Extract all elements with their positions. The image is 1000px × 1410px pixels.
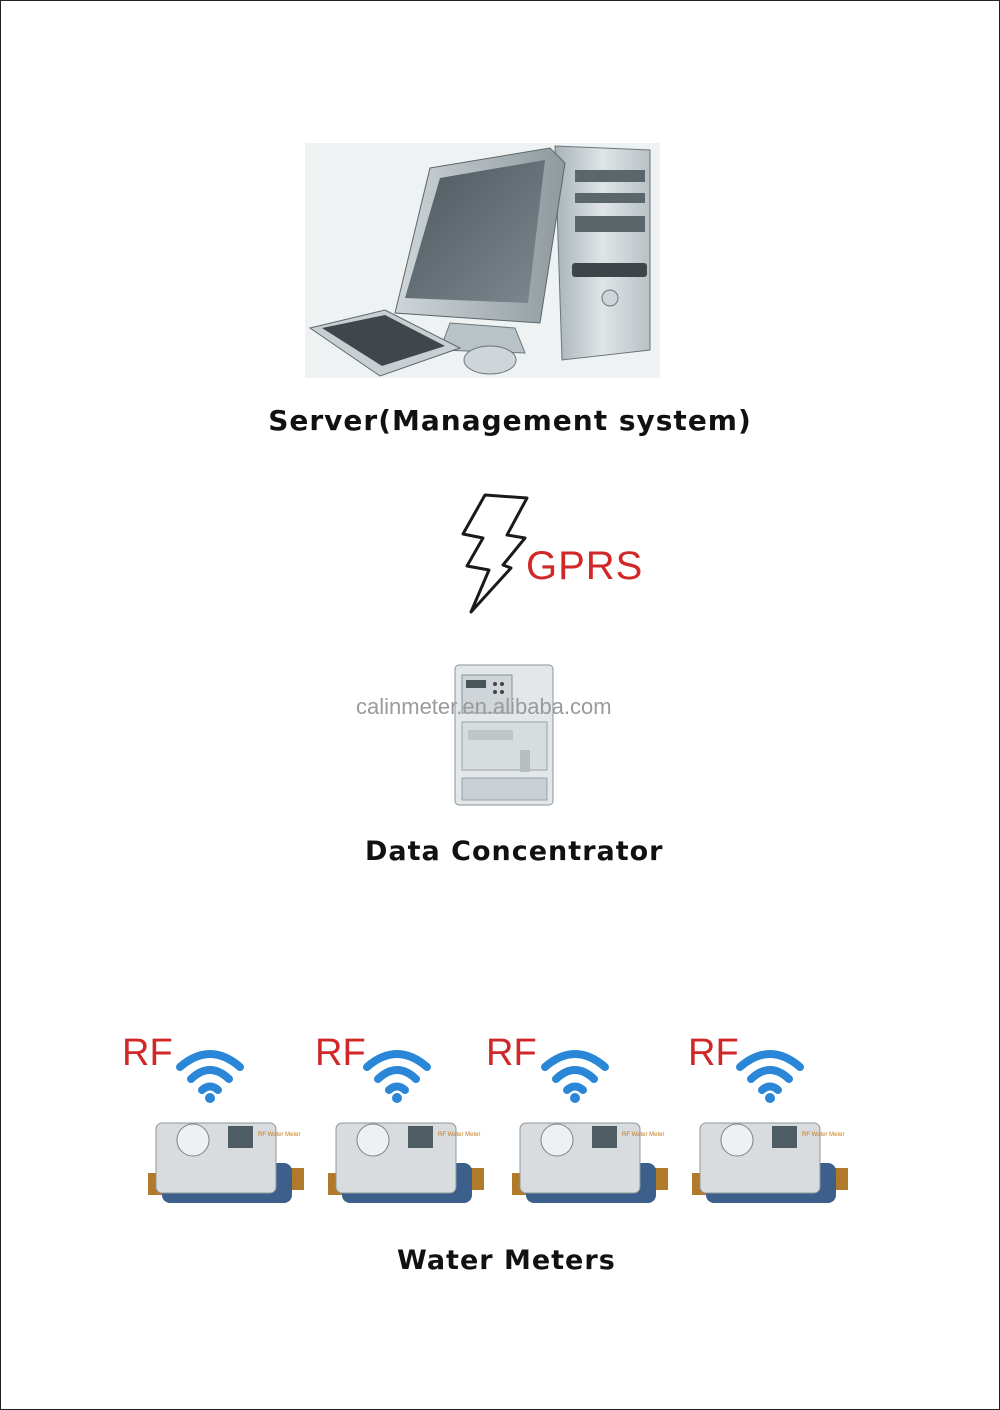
rf-label: RF xyxy=(688,1032,739,1074)
server-caption: Server(Management system) xyxy=(268,404,752,437)
gprs-label: GPRS xyxy=(526,544,644,588)
meter-tag: RF Water Meter xyxy=(622,1132,664,1138)
rf-label: RF xyxy=(486,1032,537,1074)
water-meter-image: RF Water Meter xyxy=(148,1122,304,1203)
wifi-icon xyxy=(541,1050,609,1103)
wifi-icon xyxy=(363,1050,431,1103)
meter-tag: RF Water Meter xyxy=(802,1132,844,1138)
water-meters-caption: Water Meters xyxy=(397,1245,616,1276)
water-meter-image: RF Water Meter xyxy=(512,1122,668,1203)
meter-tag: RF Water Meter xyxy=(258,1132,300,1138)
water-meter-image: RF Water Meter xyxy=(328,1122,484,1203)
data-concentrator-image xyxy=(454,664,554,806)
meter-tag: RF Water Meter xyxy=(438,1132,480,1138)
lightning-bolt-icon xyxy=(461,493,529,614)
wifi-icon xyxy=(176,1050,244,1103)
water-meter-image: RF Water Meter xyxy=(692,1122,848,1203)
rf-label: RF xyxy=(315,1032,366,1074)
rf-label: RF xyxy=(122,1032,173,1074)
watermark-text: calinmeter.en.alibaba.com xyxy=(356,694,612,719)
concentrator-caption: Data Concentrator xyxy=(365,836,664,867)
server-computer-image xyxy=(305,143,660,378)
wifi-icon xyxy=(736,1050,804,1103)
